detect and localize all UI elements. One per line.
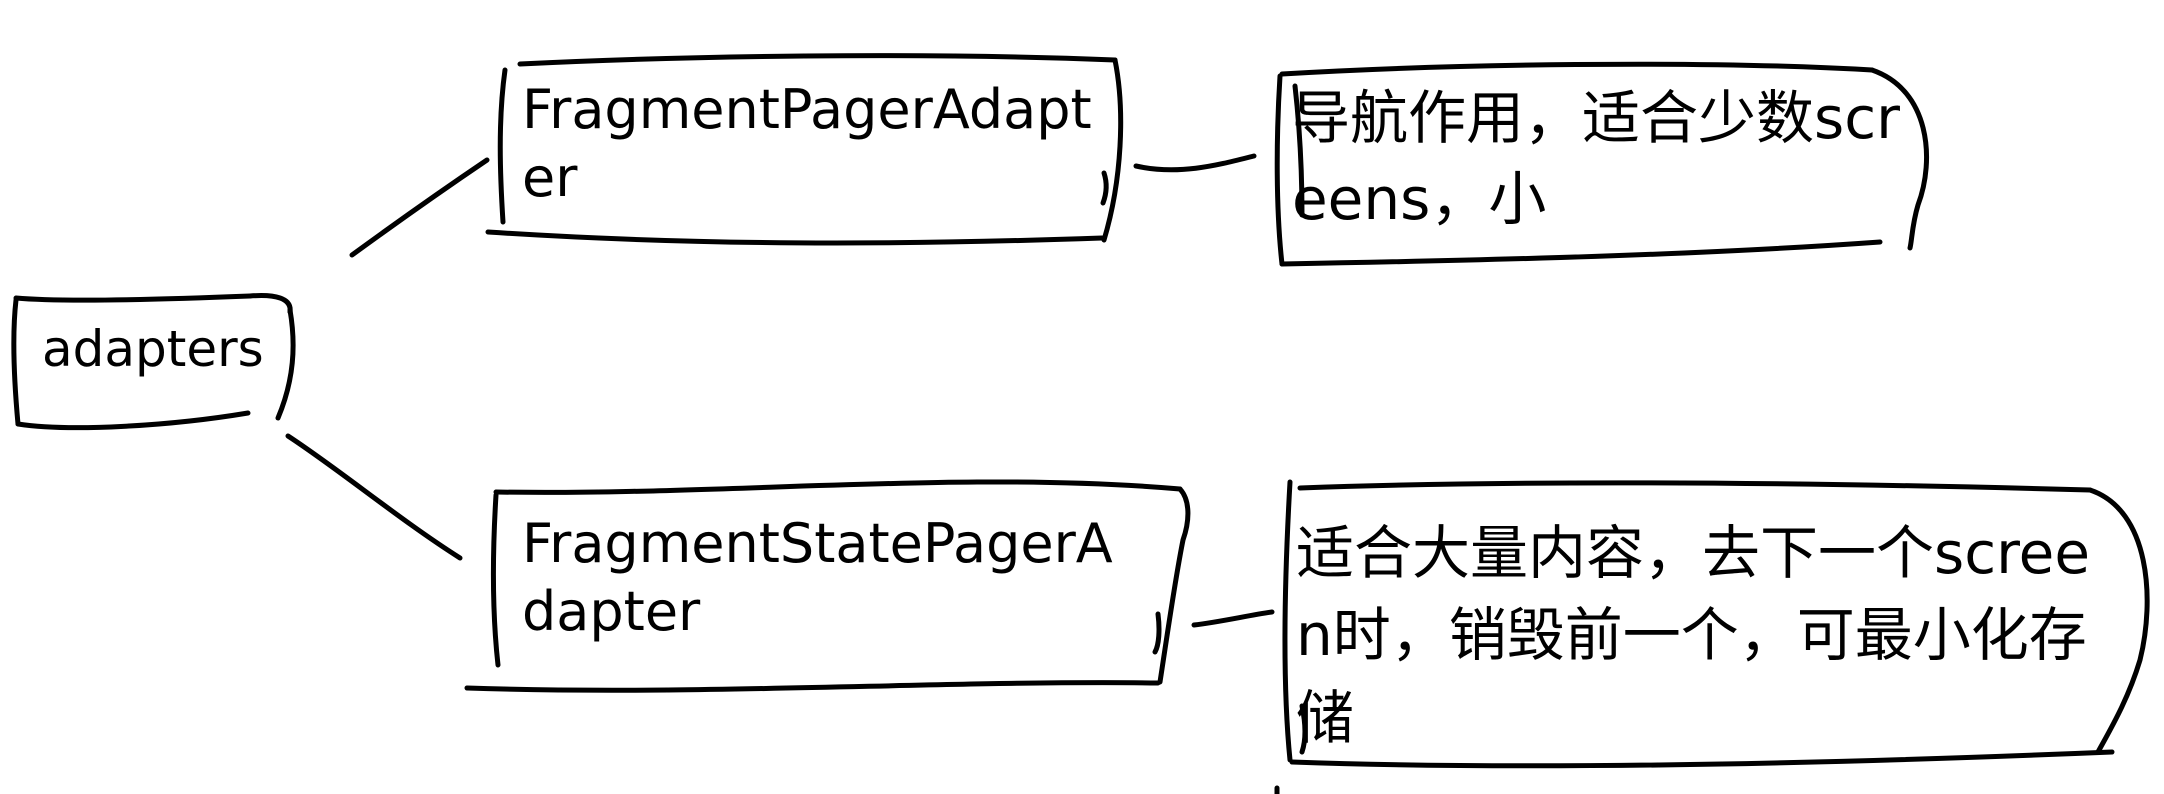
fragment-pager-adapter-label: FragmentPagerAdapter xyxy=(522,78,1092,210)
fragment-pager-adapter-note: 导航作用，适合少数screens，小 xyxy=(1292,84,1900,234)
fspa-node-box xyxy=(464,479,1191,693)
fspa-note-box xyxy=(1282,479,2150,769)
fpa-node-box xyxy=(485,53,1124,246)
fragment-state-pager-adapter-note: 适合大量内容，去下一个screen时，销毁前一个，可最小化存储 xyxy=(1296,519,2091,752)
root-node-box xyxy=(11,293,296,431)
fpa-note-box xyxy=(1274,61,1929,267)
root-node-label: adapters xyxy=(42,320,264,378)
connector-root-to-fpa xyxy=(349,157,490,258)
connector-fspa-to-note xyxy=(1191,609,1275,628)
connector-root-to-fspa xyxy=(285,433,463,561)
fragment-state-pager-adapter-label: FragmentStatePagerAdapter xyxy=(522,512,1113,644)
connector-fpa-to-note xyxy=(1133,153,1257,173)
